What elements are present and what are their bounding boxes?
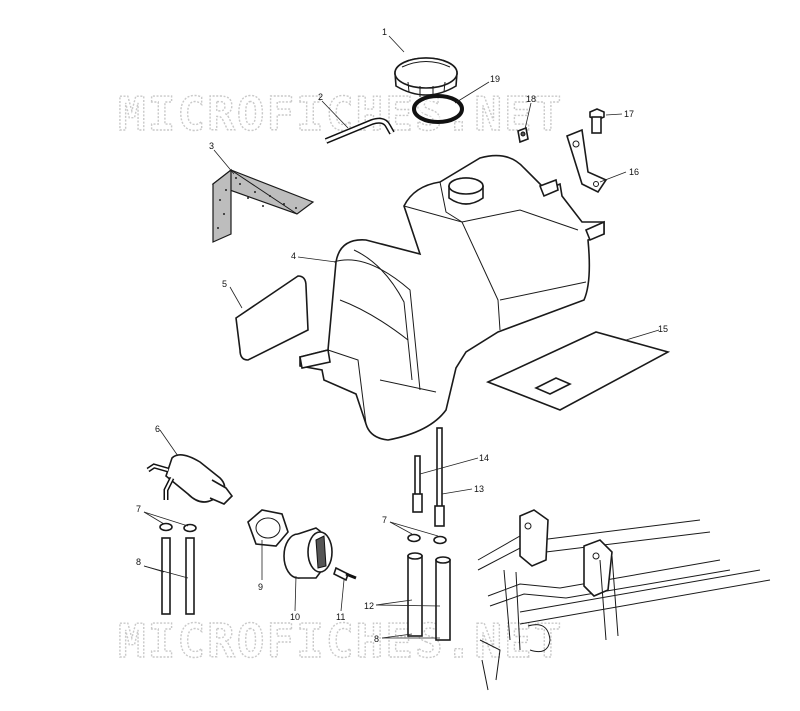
callout-17: 17 [624,109,634,119]
callout-16: 16 [629,167,639,177]
callout-7-right: 7 [382,515,387,525]
tank-pad [485,331,671,411]
pickup-tube [412,455,423,513]
lock-nut [247,509,289,547]
callout-18: 18 [526,94,536,104]
callout-2: 2 [318,92,323,102]
callout-10: 10 [290,612,300,622]
callout-7-left: 7 [136,504,141,514]
callout-15: 15 [658,324,668,334]
callout-4: 4 [291,251,296,261]
o-ring [412,94,464,124]
fuel-hoses-left [161,537,195,615]
callout-3: 3 [209,141,214,151]
callout-labels: 1 2 3 4 5 6 7 8 9 10 11 12 13 14 15 16 1… [136,27,668,644]
callout-8-left: 8 [136,557,141,567]
callout-12: 12 [364,601,374,611]
bent-hose [324,117,395,144]
callout-11: 11 [336,612,345,622]
fuel-cap [394,57,458,97]
frame [477,509,771,691]
hose-clamps-right [407,533,447,545]
insulation-pad [235,275,309,361]
heat-shield [211,168,315,243]
watermark-bottom: MICROFICHES.NET [118,614,563,668]
callout-14: 14 [479,453,489,463]
leader-lines [143,35,660,639]
fuel-valve [283,527,333,579]
callout-19: 19 [490,74,500,84]
callout-5: 5 [222,279,227,289]
bolt [589,108,605,134]
vent-tube [434,427,445,527]
fuel-filter [146,454,234,505]
mounting-bracket [566,128,608,194]
hose-clamps-left [159,522,197,533]
callout-8-right: 8 [374,634,379,644]
vent-fitting [517,126,529,144]
callout-9: 9 [258,582,263,592]
callout-6: 6 [155,424,160,434]
callout-1: 1 [382,27,387,37]
fuel-tank [299,154,605,441]
mounting-screw [333,566,357,582]
fuel-hoses-right [407,552,451,641]
callout-13: 13 [474,484,484,494]
